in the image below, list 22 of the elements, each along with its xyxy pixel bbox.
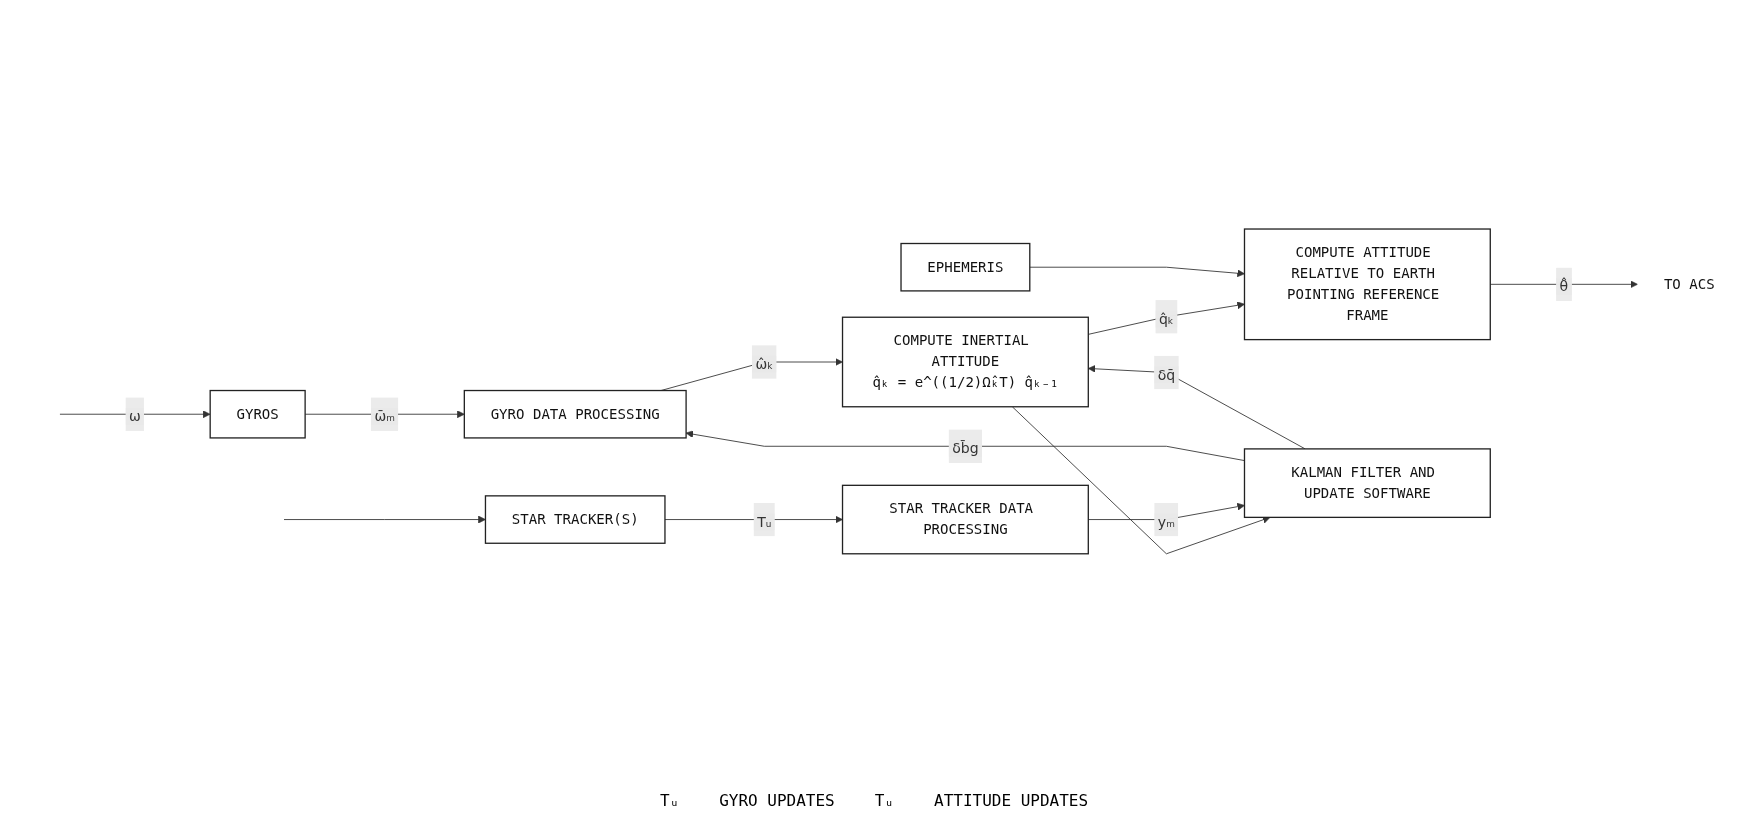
edge-label: ω [129, 408, 141, 425]
edge-label: ω̂ₖ [755, 355, 774, 373]
node-box: EPHEMERIS [900, 242, 1031, 292]
node-box: GYRO DATA PROCESSING [463, 389, 687, 439]
edge-label: δq̄ [1157, 366, 1176, 384]
edge-label: ω̄ₘ [374, 408, 395, 425]
edge-label: θ̂ [1559, 278, 1569, 295]
edge-label: q̂ₖ [1158, 310, 1174, 328]
node-box: GYROS [209, 389, 306, 439]
edge-label: Tᵤ [757, 513, 772, 531]
node-box: STAR TRACKER DATA PROCESSING [841, 484, 1089, 555]
signal-label: Tᵤ [659, 791, 680, 810]
signal-label: GYRO UPDATES [719, 791, 835, 810]
signal-label: Tᵤ [874, 791, 894, 810]
node-text: TO ACS [1663, 275, 1715, 293]
edge-label: δb̄g [952, 440, 979, 457]
node-box: STAR TRACKER(S) [484, 495, 666, 544]
edge-label: yₘ [1157, 513, 1175, 531]
node-box: COMPUTE ATTITUDE RELATIVE TO EARTH POINTING REFERENCE FRAME [1243, 228, 1491, 341]
node-box: KALMAN FILTER AND UPDATE SOFTWARE [1243, 448, 1491, 519]
node-box: COMPUTE INERTIAL ATTITUDE q̂ₖ = e^((1/2)Ω̂ₖT) q̂ₖ₋₁ [841, 316, 1089, 408]
signal-label: ATTITUDE UPDATES [934, 791, 1089, 810]
